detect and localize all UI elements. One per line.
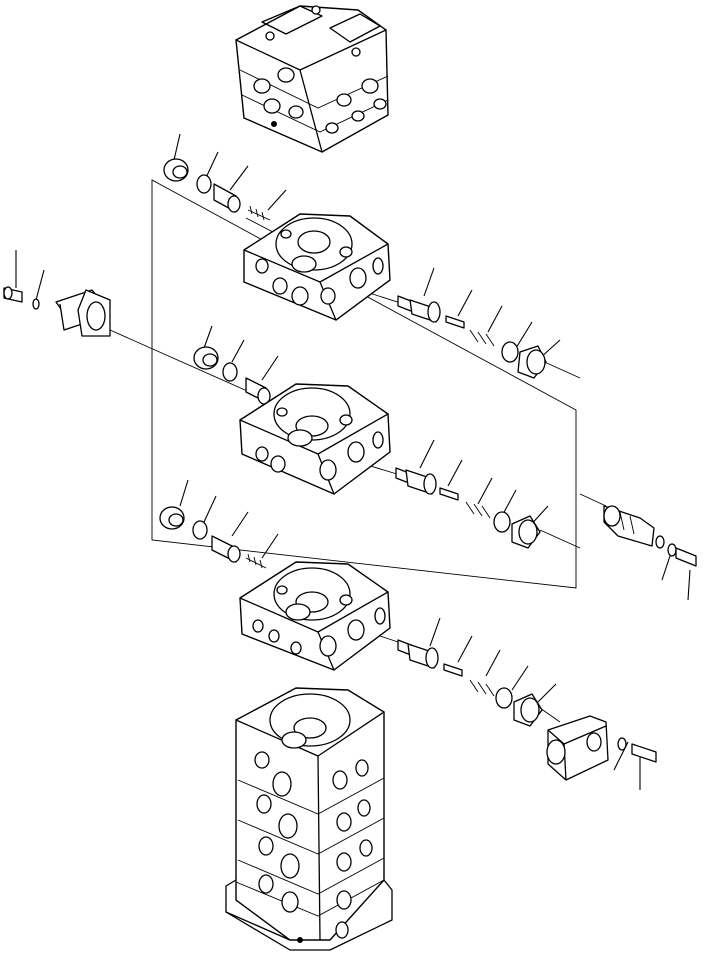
valve-block-2 <box>239 383 391 495</box>
spool-set-3 <box>397 639 543 727</box>
lower-seal-stack <box>159 506 267 569</box>
spool-set-2 <box>395 467 541 549</box>
valve-block-3 <box>239 561 391 671</box>
left-flange-assembly <box>3 286 111 337</box>
valve-block-1 <box>243 213 391 321</box>
section-frame <box>151 179 577 589</box>
bottom-cap-assembly <box>546 715 657 781</box>
middle-seal-stack <box>193 346 271 405</box>
spool-set-1 <box>397 295 547 379</box>
callout-leaders <box>15 133 691 790</box>
bottom-block-stack <box>225 687 393 951</box>
right-cap-assembly <box>603 505 697 567</box>
top-cover-block <box>235 5 389 153</box>
upper-seal-stack <box>163 158 271 221</box>
